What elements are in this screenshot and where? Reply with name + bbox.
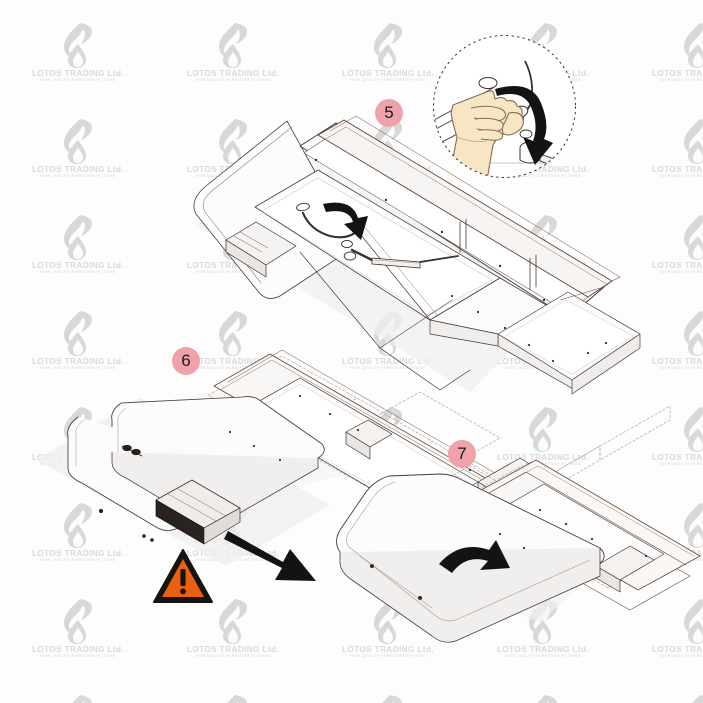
hand-detail-illustration [433,35,576,178]
step5-curved-arrow [323,202,368,240]
step-badge-7: 7 [448,440,476,468]
warning-triangle [152,548,214,606]
hand-detail-circle [431,33,578,180]
step7-assembly [336,459,701,643]
step-badge-6: 6 [172,347,200,375]
step7-fold-arrow [439,540,510,573]
step6-pull-arrow [224,531,316,581]
step-badge-5: 5 [375,99,403,127]
hand-illustration [448,90,524,178]
warning-triangle-icon [153,549,213,603]
